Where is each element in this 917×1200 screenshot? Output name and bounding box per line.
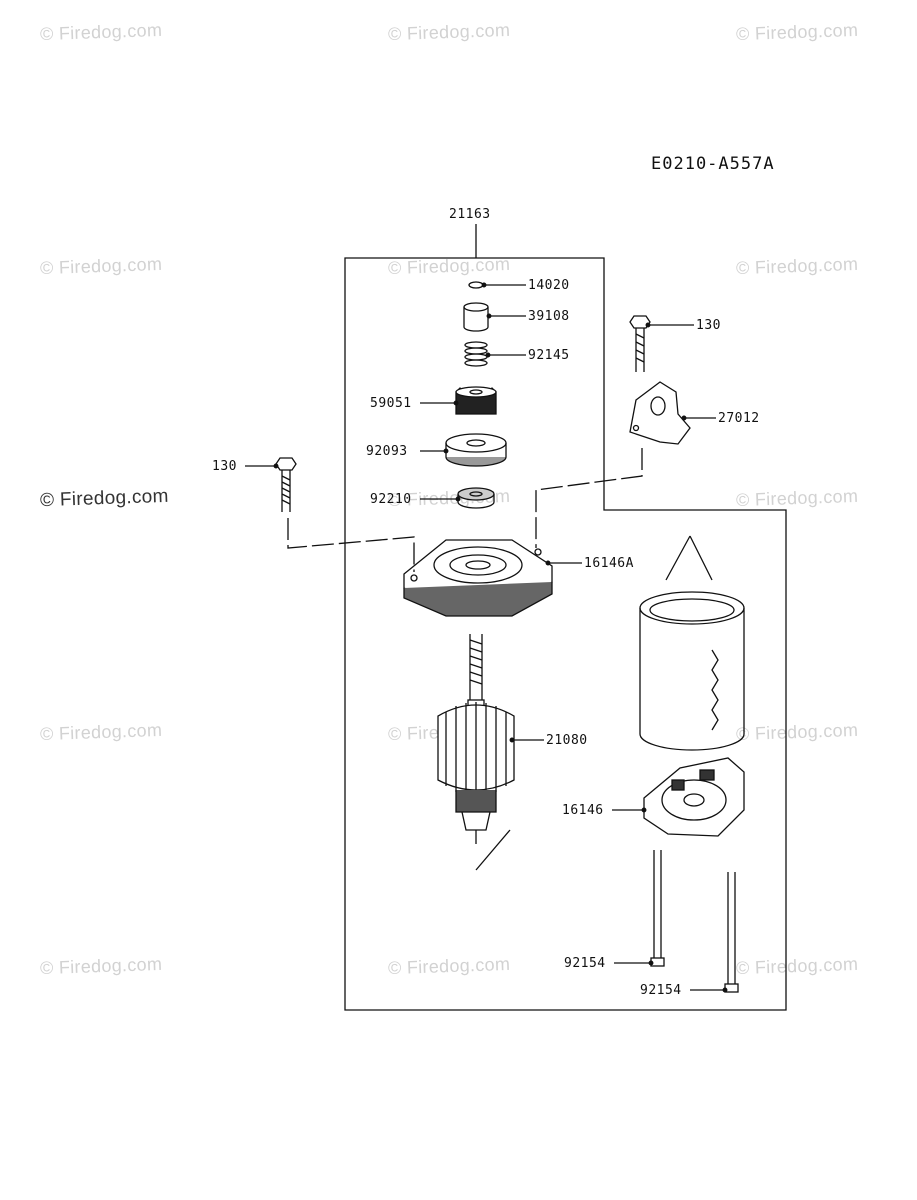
part-label-ring: 14020: [528, 278, 570, 293]
leader-dot: [481, 282, 487, 288]
yoke-housing-part: [639, 591, 745, 751]
bolt-right-part: [629, 315, 651, 372]
leader-dot: [641, 807, 647, 813]
leader-dot: [453, 400, 459, 406]
part-label-brush-holder: 16146: [562, 803, 604, 818]
brush-holder-part: [643, 757, 745, 837]
front-cover-part: [403, 539, 553, 617]
leader-dot: [486, 313, 492, 319]
part-label-bracket: 27012: [718, 411, 760, 426]
leader-dot: [545, 560, 551, 566]
bolt-left-part: [275, 457, 297, 512]
spring-part: [464, 341, 488, 367]
ring-part: [468, 281, 484, 289]
part-label-armature: 21080: [546, 733, 588, 748]
assembly-guide-line: [475, 829, 511, 871]
leader-dot: [443, 448, 449, 454]
part-label-bolt-right: 130: [696, 318, 721, 333]
assembly-guide-line: [287, 518, 415, 572]
small-washer-part: [457, 487, 495, 509]
leader-dot: [485, 352, 491, 358]
leader-dot: [509, 737, 515, 743]
large-washer-part: [445, 433, 507, 467]
part-label-through-bolt: 92154: [564, 956, 606, 971]
through-bolt-part: [650, 850, 665, 967]
leader-dot: [648, 960, 654, 966]
pinion-gear-part: [455, 386, 497, 415]
part-label-bolt-left: 130: [212, 459, 237, 474]
leader-dot: [645, 322, 651, 328]
bracket-part: [629, 381, 691, 445]
part-label-collar: 39108: [528, 309, 570, 324]
assembly-guide-line: [535, 448, 643, 548]
part-label-assembly: 21163: [449, 207, 491, 222]
part-label-spring: 92145: [528, 348, 570, 363]
part-label-pinion-gear: 59051: [370, 396, 412, 411]
leader-dot: [681, 415, 687, 421]
leader-dot: [273, 463, 279, 469]
assembly-frame: [344, 257, 787, 1011]
armature-part: [437, 634, 515, 844]
leader-dot: [455, 496, 461, 502]
part-label-washer-large: 92093: [366, 444, 408, 459]
part-label-front-cover: 16146A: [584, 556, 634, 571]
part-label-through-bolt: 92154: [640, 983, 682, 998]
leader-dot: [722, 987, 728, 993]
collar-part: [463, 302, 489, 332]
diagram-code: E0210-A557A: [651, 154, 775, 174]
part-label-washer-small: 92210: [370, 492, 412, 507]
through-bolt-part: [724, 872, 739, 993]
assembly-guide-line: [665, 535, 713, 581]
